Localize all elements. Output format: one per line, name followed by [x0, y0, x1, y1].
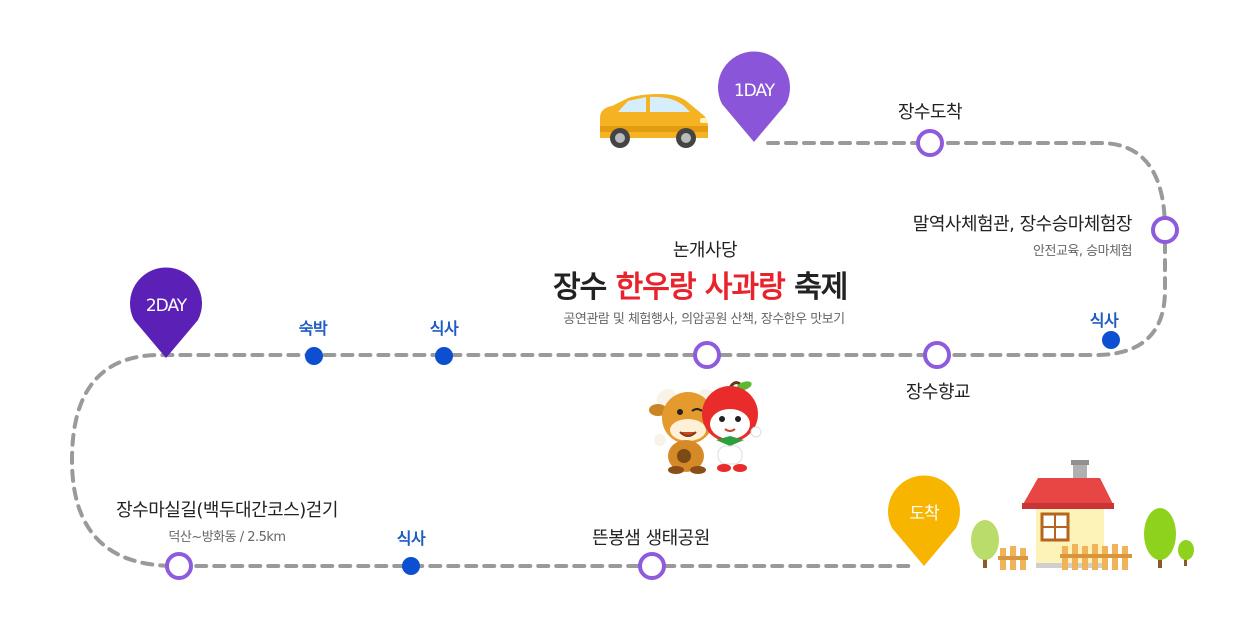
meal-label-bottom: 식사: [396, 529, 426, 548]
route-path: [69, 141, 1167, 568]
meal-dot-right: [1102, 331, 1120, 349]
festival-logo: 장수 한우랑 사과랑 축제: [553, 262, 848, 306]
arrival-pin: 도착: [888, 475, 961, 566]
stop-marker-jangsu-arrival: [916, 129, 944, 157]
festival-logo-part1: 장수: [553, 270, 607, 305]
meal-label-right: 식사: [1089, 311, 1119, 330]
lodging-dot: [305, 347, 323, 365]
apple-mascot-icon: [702, 381, 762, 472]
day1-pin: 1DAY: [718, 51, 791, 142]
stop-sublabel-horse-museum: 안전교육, 승마체험: [1033, 244, 1132, 259]
stop-label-jangsu-arrival: 장수도착: [897, 102, 963, 123]
meal-dot-bottom: [402, 557, 420, 575]
fence-icon: [1060, 544, 1132, 570]
stop-marker-horse-museum: [1151, 216, 1179, 244]
car-icon: [600, 94, 708, 148]
stop-label-village-walk: 장수마실길(백두대간코스)걷기: [116, 500, 338, 521]
stop-label-hyanggyo: 장수향교: [905, 382, 971, 403]
stop-marker-nongae-shrine: [693, 341, 721, 369]
tree-icon: [971, 520, 999, 568]
festival-logo-part3: 사과랑: [704, 270, 786, 305]
lodging-label: 숙박: [298, 319, 328, 338]
stop-label-horse-museum: 말역사체험관, 장수승마체험장: [912, 214, 1133, 235]
cow-mascot-icon: [649, 389, 727, 474]
stop-sublabel-nongae-shrine: 공연관람 및 체험행사, 의암공원 산책, 장수한우 맛보기: [563, 312, 845, 327]
stop-marker-village-walk: [165, 552, 193, 580]
day2-pin: 2DAY: [129, 267, 202, 358]
day1-pin-label: 1DAY: [734, 81, 776, 101]
meal-dot-mid: [435, 347, 453, 365]
stop-marker-eco-park: [638, 552, 666, 580]
stop-marker-hyanggyo: [923, 341, 951, 369]
tree-icon: [1178, 540, 1194, 566]
festival-logo-part2: 한우랑: [615, 270, 697, 305]
fence-icon: [998, 546, 1028, 570]
day2-pin-label: 2DAY: [146, 296, 188, 316]
tree-icon: [1144, 508, 1176, 568]
stop-label-nongae-shrine: 논개사당: [672, 240, 738, 261]
meal-label-mid: 식사: [429, 319, 459, 338]
stop-sublabel-village-walk: 덕산~방화동 / 2.5km: [168, 530, 286, 545]
festival-logo-part4: 축제: [794, 270, 848, 305]
arrival-pin-label: 도착: [909, 504, 940, 524]
stop-label-eco-park: 뜬봉샘 생태공원: [592, 528, 710, 549]
